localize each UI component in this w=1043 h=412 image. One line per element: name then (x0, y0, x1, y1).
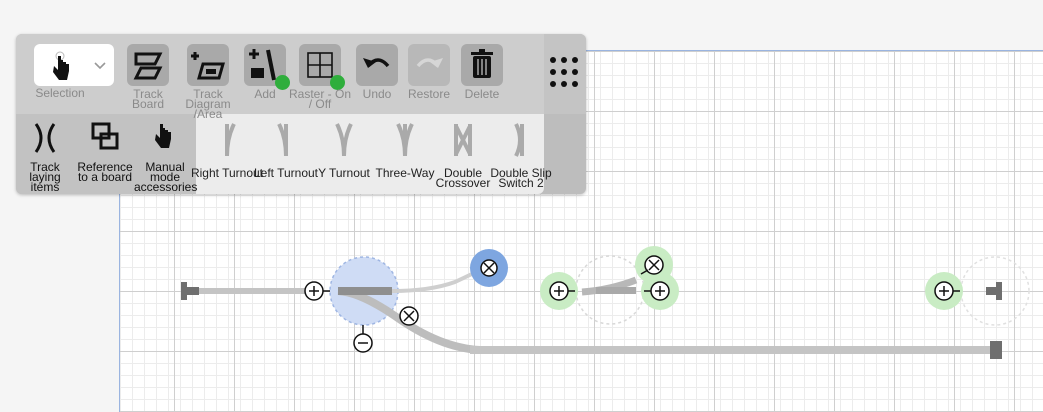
double-crossover-icon (454, 124, 472, 156)
track-diagram-icon (187, 44, 229, 86)
raster-toggle-button[interactable]: Raster - On / Off (289, 44, 351, 114)
right-turnout-icon (225, 123, 236, 157)
check-icon (330, 75, 345, 90)
toolbar: Selection Track Board Track Diagram /Are… (16, 34, 586, 194)
reference-to-a-board-button[interactable]: Reference to a board (77, 120, 133, 190)
delete-button[interactable]: Delete (461, 44, 503, 114)
undo-icon (356, 44, 398, 86)
redo-icon (408, 44, 450, 86)
three-way-item[interactable]: Three-Way (370, 120, 440, 190)
track-end-buffer (996, 282, 1002, 300)
check-icon (275, 75, 290, 90)
plus-circle-icon (549, 281, 575, 301)
grid-icon (299, 44, 345, 90)
link-icon (91, 122, 119, 150)
track-end-stub (187, 287, 199, 295)
ghost-track-end (960, 256, 1030, 326)
y-turnout-item[interactable]: Y Turnout (309, 120, 379, 190)
left-turnout-item[interactable]: Left Turnout (251, 120, 321, 190)
toolbar-category-row (16, 114, 196, 194)
track-end-buffer (990, 341, 1002, 359)
restore-button: Restore (408, 44, 450, 114)
track-segment (190, 288, 315, 294)
track-board-icon (127, 44, 169, 86)
add-icon (244, 44, 290, 90)
track-laying-items-button[interactable]: Track laying items (24, 120, 66, 193)
track-end-stub (986, 287, 996, 295)
undo-button[interactable]: Undo (356, 44, 398, 114)
plus-circle-icon (644, 281, 670, 301)
rotate-circle-icon (640, 255, 664, 275)
dots-grid-icon[interactable] (544, 34, 586, 114)
manual-mode-accessories-button[interactable]: Manual mode accessories (134, 120, 197, 193)
track-diagram-area-button[interactable]: Track Diagram /Area (185, 44, 231, 120)
plus-circle-icon (304, 281, 330, 301)
add-button[interactable]: Add (244, 44, 290, 114)
double-crossover-item[interactable]: Double Crossover (428, 120, 498, 190)
trash-icon (461, 44, 503, 86)
track-end-buffer (181, 282, 187, 300)
track-laying-icon (34, 123, 56, 153)
track-branch-upper (391, 269, 479, 293)
selection-select[interactable] (34, 44, 114, 86)
plus-circle-icon (934, 281, 960, 301)
chevron-down-icon (94, 62, 106, 70)
left-turnout-icon (277, 123, 288, 157)
toolbar-switch-palette (196, 114, 544, 194)
rotate-circle-icon (399, 306, 419, 326)
rotate-circle-icon (353, 325, 373, 353)
hand-pointer-icon (155, 124, 171, 148)
double-slip-switch-2-item[interactable]: Double Slip Switch 2 (486, 120, 552, 190)
track-board-button[interactable]: Track Board (127, 44, 169, 114)
double-slip-icon (514, 123, 524, 157)
hand-pointer-icon (53, 51, 69, 80)
three-way-icon (396, 123, 414, 157)
selection-label: Selection (35, 86, 85, 100)
right-turnout-item[interactable]: Right Turnout (191, 120, 263, 190)
y-turnout-icon (335, 123, 353, 157)
